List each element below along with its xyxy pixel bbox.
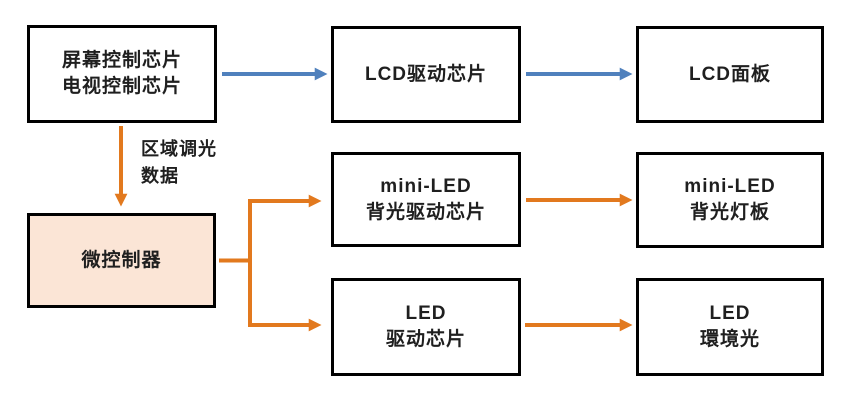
node-label-line: mini-LED [380, 175, 472, 197]
node-label-line: LED [405, 303, 447, 325]
edge-label-local-dimming-data: 区域调光 数据 [141, 136, 217, 190]
node-miniled-backlight-board: mini-LED 背光灯板 [636, 152, 824, 248]
node-label-line: LCD驱动芯片 [364, 63, 488, 85]
node-led-driver: LED 驱动芯片 [331, 278, 521, 376]
node-screen-tv-controller: 屏幕控制芯片 电视控制芯片 [27, 25, 217, 123]
node-lcd-driver: LCD驱动芯片 [331, 26, 521, 123]
node-mcu: 微控制器 [27, 213, 216, 308]
node-label-line: 背光驱动芯片 [365, 201, 486, 223]
connector-mcu-branch [219, 201, 252, 325]
node-lcd-panel: LCD面板 [636, 26, 824, 123]
edge-label-line: 区域调光 [141, 139, 217, 159]
node-label-line: mini-LED [684, 176, 776, 198]
node-label-line: 背光灯板 [689, 202, 770, 223]
node-led-ambient: LED 環境光 [636, 278, 824, 376]
node-miniled-backlight-driver: mini-LED 背光驱动芯片 [331, 152, 521, 247]
node-label-line: 微控制器 [81, 249, 162, 271]
node-label-line: 电视控制芯片 [61, 76, 182, 97]
node-label-line: 驱动芯片 [385, 329, 466, 350]
node-label-line: LED [709, 303, 751, 325]
node-label-line: 屏幕控制芯片 [61, 50, 182, 72]
node-label-line: LCD面板 [688, 63, 772, 85]
edge-label-line: 数据 [141, 166, 179, 186]
node-label-line: 環境光 [699, 329, 760, 350]
